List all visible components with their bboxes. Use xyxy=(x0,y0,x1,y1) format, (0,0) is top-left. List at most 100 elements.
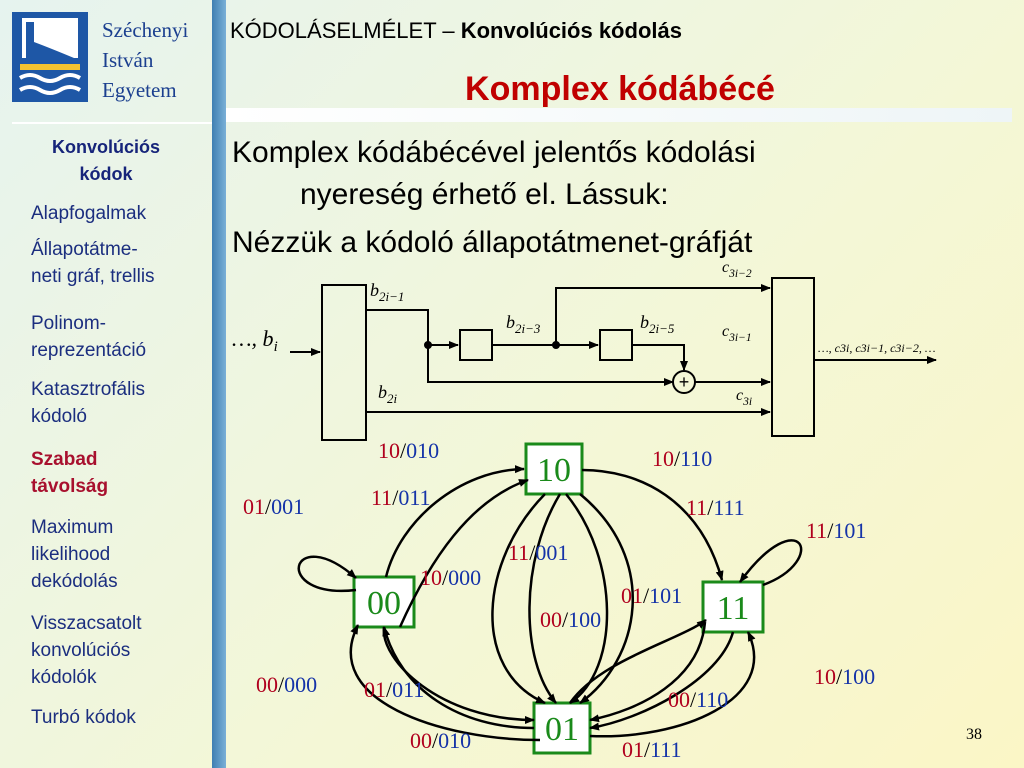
sidebar-item-label: Állapotátme- xyxy=(31,239,138,260)
transition-label-3: 10/000 xyxy=(420,565,481,590)
sidebar-separator xyxy=(12,122,212,124)
state-box-11 xyxy=(701,580,765,634)
transition-arrow-1 xyxy=(384,465,525,578)
sidebar-item-label: Katasztrofális xyxy=(31,379,146,400)
sidebar-item-6[interactable]: Maximum likelihood dekódolás xyxy=(31,514,207,595)
transition-arrow-6 xyxy=(528,493,562,704)
c3i-2-line xyxy=(555,284,771,345)
course-topic: Konvolúciós kódolás xyxy=(460,18,682,43)
transition-label-11: 01/011 xyxy=(364,677,424,702)
sidebar-item-label: Konvolúciós xyxy=(51,137,160,157)
sidebar: Széchenyi István Egyetem Konvolúciós kódo… xyxy=(0,0,212,768)
transition-arrow-11 xyxy=(382,626,535,730)
sidebar-item-label: dekódolás xyxy=(31,571,118,592)
serial-to-parallel-box xyxy=(321,284,367,441)
delay-box-2 xyxy=(599,329,633,361)
state-transition-graph: 00 10 11 01 01/001 10/010 11/011 10/000 11/001 00… xyxy=(243,438,875,762)
transition-label-9: 01/101 xyxy=(621,583,682,608)
transition-arrow-4 xyxy=(491,493,546,705)
transition-label-4: 11/001 xyxy=(508,540,568,565)
course-prefix: KÓDOLÁSELMÉLET – xyxy=(230,18,461,43)
b2i-1-to-adder xyxy=(427,345,674,386)
sidebar-item-1[interactable]: Alapfogalmak xyxy=(31,200,207,227)
transition-label-1: 10/010 xyxy=(378,438,439,463)
label-c3i: c3i xyxy=(736,387,752,408)
transition-label-10: 00/000 xyxy=(256,672,317,697)
header-band xyxy=(226,108,1012,122)
transition-label-6: 10/110 xyxy=(652,446,712,471)
state-label-11: 11 xyxy=(717,590,750,627)
transition-label-8: 11/101 xyxy=(806,518,866,543)
transition-label-14: 10/100 xyxy=(814,664,875,689)
transition-arrow-7 xyxy=(579,493,635,705)
logo-text-line1: Széchenyi xyxy=(102,18,189,42)
sidebar-item-label: konvolúciós xyxy=(31,640,131,661)
transition-label-13: 00/110 xyxy=(668,687,728,712)
sidebar-item-3[interactable]: Polinom-reprezentáció xyxy=(31,310,207,364)
sidebar-item-4[interactable]: Katasztrofális kódoló xyxy=(31,376,207,430)
sidebar-item-label: távolság xyxy=(31,476,109,497)
transition-arrow-12 xyxy=(349,624,541,742)
sidebar-item-0[interactable]: Konvolúciós kódok xyxy=(0,134,212,188)
body-paragraph-1-line-2: nyereség érhető el. Lássuk: xyxy=(300,178,669,211)
label-b2i: b2i xyxy=(378,382,397,406)
logo-text-line2: István xyxy=(102,48,154,72)
sidebar-item-label: Szabad xyxy=(31,449,98,470)
transition-arrow-3 xyxy=(581,468,724,581)
sidebar-item-label: Maximum xyxy=(31,517,114,538)
transition-arrow-5 xyxy=(565,493,609,705)
sidebar-item-label: Polinom- xyxy=(31,313,106,334)
delay-box-1 xyxy=(459,329,493,361)
transition-arrow-10 xyxy=(589,621,707,723)
sidebar-item-label: kódoló xyxy=(31,406,87,427)
label-b2i-1: b2i−1 xyxy=(370,280,404,304)
sidebar-item-label: Turbó kódok xyxy=(31,707,136,728)
transition-arrow-14 xyxy=(382,626,535,724)
encoder-input-label: …, bi xyxy=(232,326,278,355)
state-label-01: 01 xyxy=(545,711,579,748)
sidebar-item-label: kódolók xyxy=(31,667,97,688)
body-paragraph-2: Nézzük a kódoló állapotátmenet-gráfját xyxy=(232,226,753,259)
sidebar-item-2[interactable]: Állapotátme-neti gráf, trellis xyxy=(31,236,207,290)
label-b2i-5: b2i−5 xyxy=(640,312,675,336)
parallel-to-serial-box xyxy=(771,277,815,437)
course-title: KÓDOLÁSELMÉLET – Konvolúciós kódolás xyxy=(230,18,682,44)
sidebar-item-label: Alapfogalmak xyxy=(31,203,147,224)
transition-arrow-8 xyxy=(738,539,803,587)
label-c3i-2: c3i−2 xyxy=(722,259,752,280)
university-logo xyxy=(12,12,88,102)
transition-arrow-9 xyxy=(589,631,735,731)
logo-text-line3: Egyetem xyxy=(102,78,177,102)
slide-title: Komplex kódábécé xyxy=(465,70,775,108)
page-number: 38 xyxy=(966,726,982,743)
b2i-1-line xyxy=(366,309,429,345)
transition-label-12: 00/010 xyxy=(410,728,471,753)
sidebar-item-label: neti gráf, trellis xyxy=(31,266,155,287)
body-paragraph-1-line-1: Komplex kódábécével jelentős kódolási xyxy=(232,136,756,169)
sidebar-item-label: reprezentáció xyxy=(31,340,147,361)
to-adder xyxy=(632,344,688,371)
sidebar-divider-bar xyxy=(212,0,226,768)
sidebar-item-label: kódok xyxy=(79,164,133,184)
sidebar-item-label: likelihood xyxy=(31,544,111,565)
transition-arrow-0 xyxy=(297,555,357,593)
transition-label-5: 00/100 xyxy=(540,607,601,632)
sidebar-item-label: Visszacsatolt xyxy=(31,613,142,634)
transition-arrow-13 xyxy=(589,631,756,738)
transition-label-7: 11/111 xyxy=(686,495,745,520)
transition-label-0: 01/001 xyxy=(243,494,304,519)
label-b2i-3: b2i−3 xyxy=(506,312,541,336)
sidebar-item-8[interactable]: Turbó kódok xyxy=(31,704,207,731)
transition-arrow-15 xyxy=(568,619,707,704)
adder-symbol: + xyxy=(679,372,690,392)
encoder-output-label: …, c3i, c3i−1, c3i−2, … xyxy=(818,341,936,355)
transition-label-15: 01/111 xyxy=(622,737,682,762)
sidebar-item-5[interactable]: Szabad távolság xyxy=(31,446,207,500)
sidebar-item-7[interactable]: Visszacsatolt konvolúciós kódolók xyxy=(31,610,207,691)
state-label-10: 10 xyxy=(537,452,571,489)
state-label-00: 00 xyxy=(367,585,401,622)
transition-label-2: 11/011 xyxy=(371,485,431,510)
transition-arrow-2 xyxy=(398,478,529,628)
